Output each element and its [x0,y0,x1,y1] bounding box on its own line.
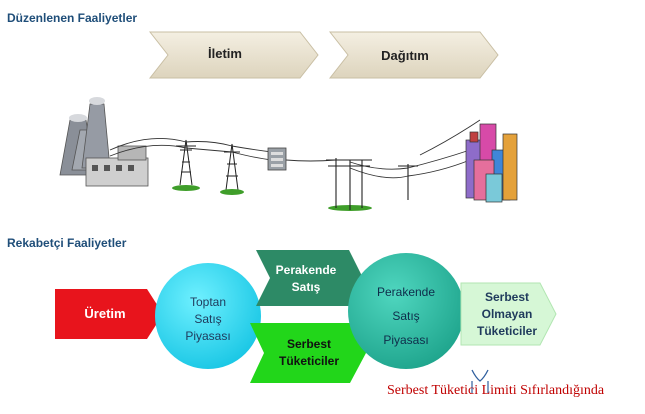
serbest-olmayan-label: Serbest Olmayan Tüketiciler [464,289,550,340]
satis-line: Satış [392,309,420,323]
regulated-title: Düzenlenen Faaliyetler [7,11,138,25]
satis-line: Satış [291,280,321,294]
perakende-satis-label: Perakende Satış [266,262,346,296]
perakende-line: Perakende [376,285,436,299]
chevron-iletim [148,31,319,79]
perakende-piyasasi-circle [348,253,464,369]
serbest-tuketiciler-label: Serbest Tüketiciler [266,336,352,370]
competitive-title: Rekabetçi Faaliyetler [7,236,127,250]
note-brace [471,369,489,382]
stage-iletim: İletim [208,46,242,61]
substation-icon [267,147,287,171]
serbest-olmayan-arrow [460,282,557,346]
tuketiciler-line: Tüketiciler [278,354,340,368]
distribution-pole-icon [326,158,418,210]
city-buildings-icon [465,123,518,203]
perakende-piyasasi-label: Perakende Satış Piyasası [358,280,454,352]
perakende-satis-arrow [256,250,363,306]
toptan-line: Toptan [189,295,227,309]
power-plant-icon [59,97,149,187]
piyasasi-line: Piyasası [185,329,231,343]
uretim-arrow [55,289,163,339]
piyasasi-line: Piyasası [383,333,429,347]
uretim-label: Üretim [84,306,126,321]
toptan-satis-label: Toptan Satış Piyasası [160,294,256,345]
transmission-lines [109,119,481,179]
grass-patches [172,185,372,211]
chevron-dagitim [328,31,499,79]
toptan-satis-circle [155,263,261,369]
perakende-line: Perakende [275,263,337,277]
pylon-icon [176,139,240,191]
serbest-line: Serbest [484,290,530,304]
tuketiciler-line: Tüketiciler [476,324,538,338]
stage-dagitim: Dağıtım [381,48,429,63]
threshold-note: Serbest Tüketici Limiti Sıfırlandığında [387,383,605,398]
satis-line: Satış [194,312,222,326]
serbest-line: Serbest [286,337,332,351]
olmayan-line: Olmayan [481,307,533,321]
serbest-tuketiciler-arrow [250,323,366,383]
